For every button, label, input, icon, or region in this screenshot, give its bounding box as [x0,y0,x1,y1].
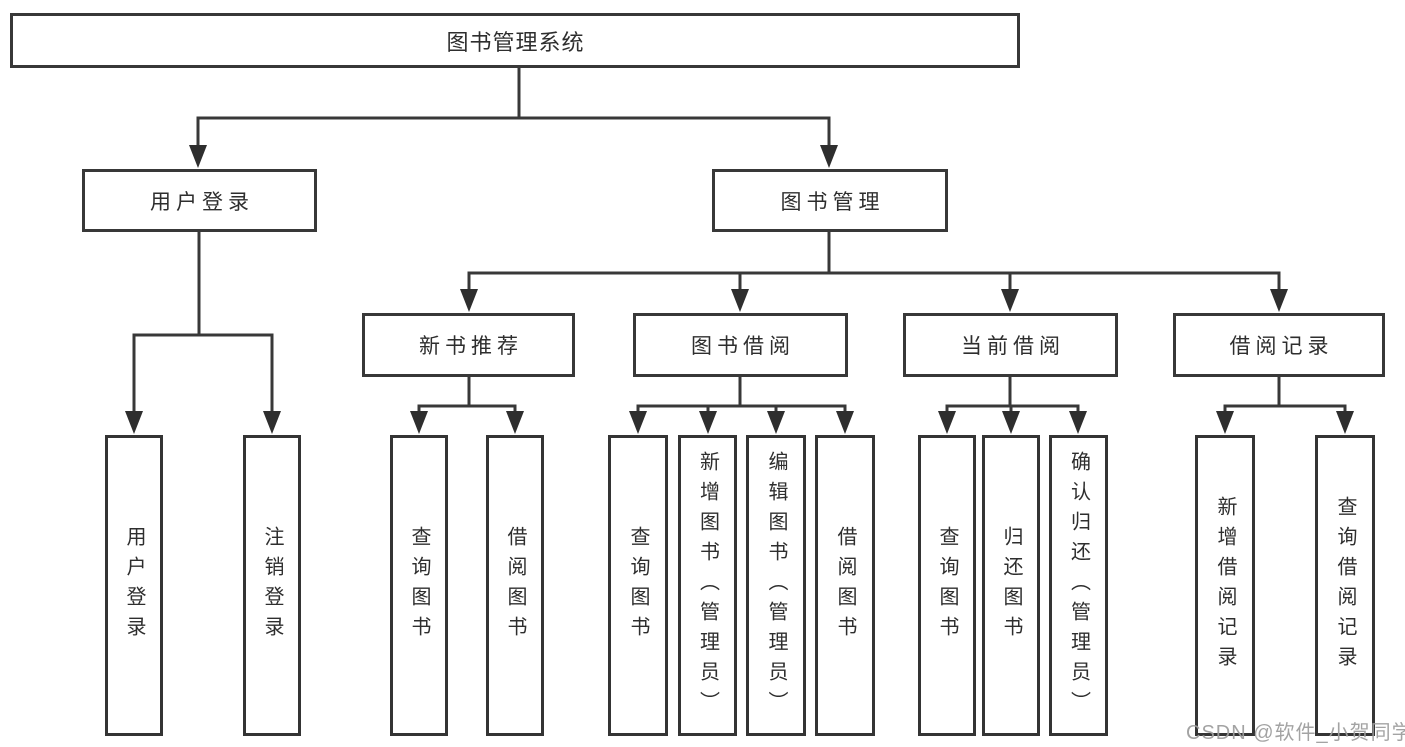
arrow-down-icon [699,411,717,434]
arrow-down-icon [410,411,428,434]
arrow-down-icon [836,411,854,434]
leaf-borrowing-query-books: 查询图书 [608,435,668,736]
node-book-management: 图书管理 [712,169,948,232]
arrow-down-icon [731,289,749,312]
arrow-down-icon [189,145,207,168]
arrow-down-icon [506,411,524,434]
node-current-borrowing: 当前借阅 [903,313,1118,377]
leaf-borrowing-edit-books-admin: 编辑图书（管理员） [746,435,806,736]
leaf-records-query-record: 查询借阅记录 [1315,435,1375,736]
node-borrowing-records: 借阅记录 [1173,313,1385,377]
arrow-down-icon [938,411,956,434]
connector-userlogin-to-leaves [132,232,274,415]
connector-records-to-leaves [1223,377,1347,415]
leaf-recommend-borrow-books: 借阅图书 [486,435,544,736]
arrow-down-icon [629,411,647,434]
arrow-down-icon [1002,411,1020,434]
leaf-current-return-books: 归还图书 [982,435,1040,736]
connector-borrowing-to-leaves [636,377,847,415]
leaf-current-confirm-return-admin: 确认归还（管理员） [1049,435,1108,736]
arrow-down-icon [1001,289,1019,312]
arrow-down-icon [767,411,785,434]
leaf-recommend-query-books: 查询图书 [390,435,448,736]
arrow-down-icon [1270,289,1288,312]
node-user-login: 用户登录 [82,169,317,232]
arrow-down-icon [125,411,143,434]
leaf-user-login: 用户登录 [105,435,163,736]
connector-root-to-level2 [196,68,831,150]
arrow-down-icon [460,289,478,312]
connector-newbook-to-leaves [417,377,517,415]
watermark: CSDN @软件_小贺同学 [1186,722,1405,744]
connector-bookmgmt-to-level3 [467,232,1281,293]
node-book-management-system: 图书管理系统 [10,13,1020,68]
arrow-down-icon [1336,411,1354,434]
arrowhead-icons [125,145,1354,434]
arrow-down-icon [1069,411,1087,434]
arrow-down-icon [1216,411,1234,434]
leaf-borrowing-borrow-books: 借阅图书 [815,435,875,736]
node-book-borrowing: 图书借阅 [633,313,848,377]
connector-current-to-leaves [945,377,1080,415]
leaf-current-query-books: 查询图书 [918,435,976,736]
arrow-down-icon [263,411,281,434]
leaf-logout: 注销登录 [243,435,301,736]
leaf-records-add-record: 新增借阅记录 [1195,435,1255,736]
arrow-down-icon [820,145,838,168]
node-new-book-recommend: 新书推荐 [362,313,575,377]
leaf-borrowing-add-books-admin: 新增图书（管理员） [678,435,737,736]
